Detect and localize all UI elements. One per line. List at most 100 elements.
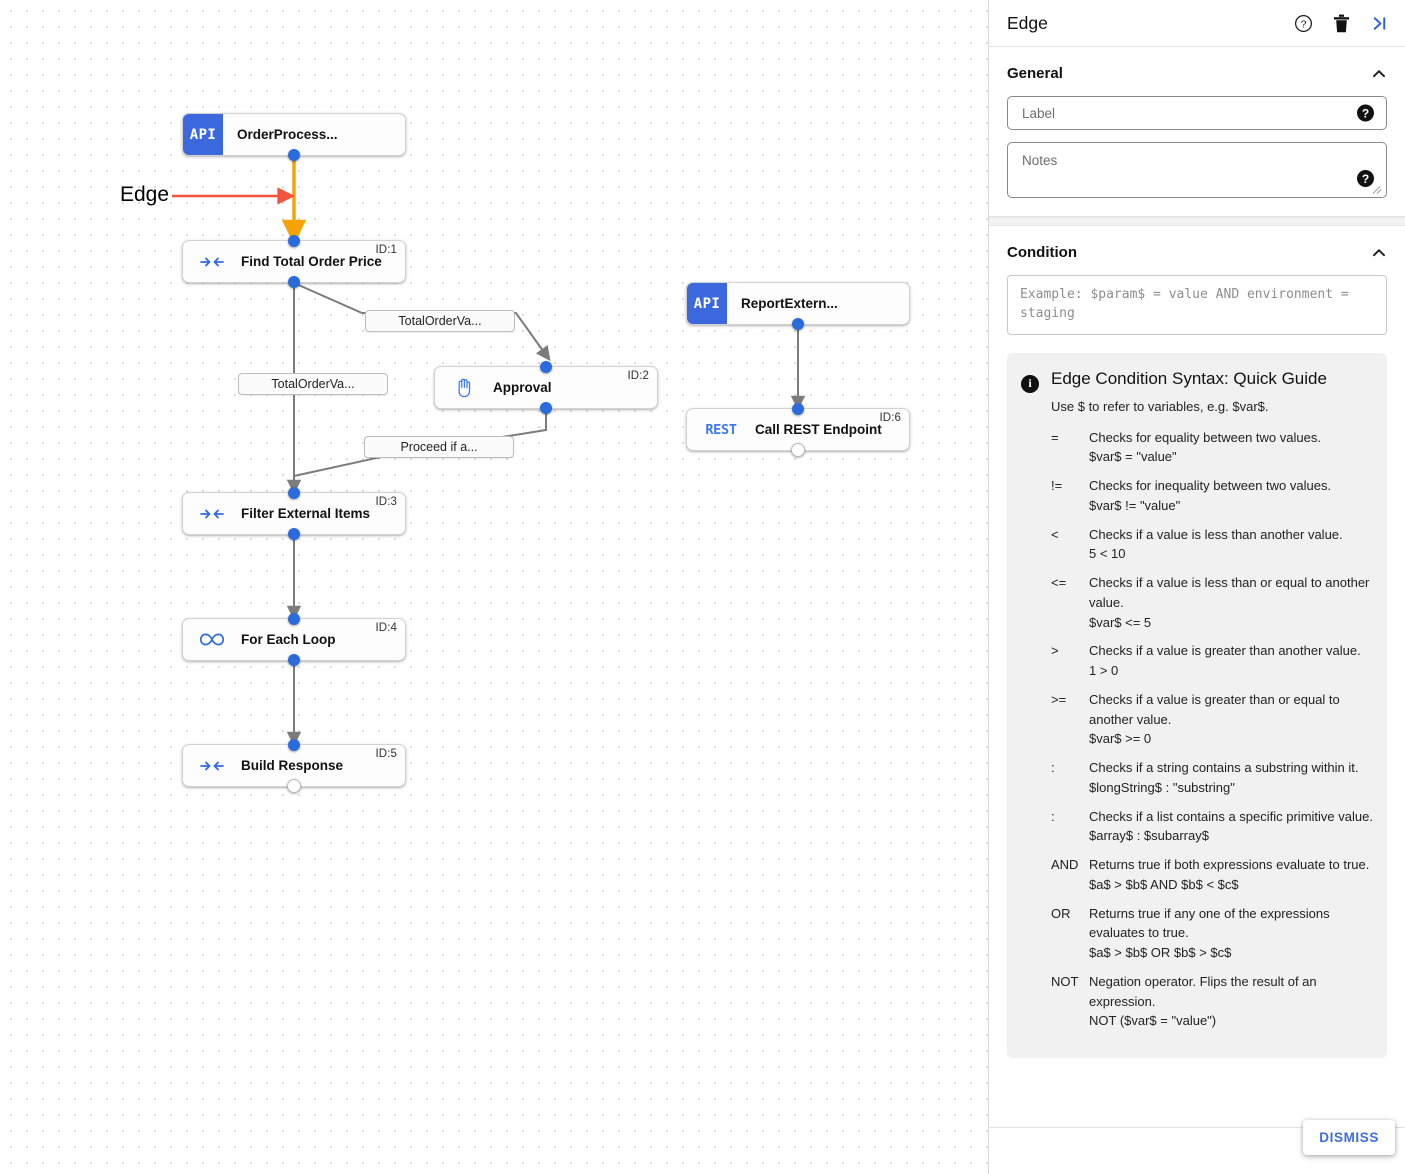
chevron-up-icon[interactable]: [1371, 66, 1387, 82]
node-handle-top[interactable]: [540, 361, 552, 373]
notes-help-icon[interactable]: ?: [1357, 170, 1374, 187]
panel-title: Edge: [1007, 12, 1048, 33]
node-handle-bottom[interactable]: [287, 779, 301, 793]
chevron-up-icon[interactable]: [1371, 245, 1387, 261]
guide-operator-description: Returns true if both expressions evaluat…: [1089, 855, 1373, 895]
flow-canvas[interactable]: Edge API OrderProcess... ID:1 Find Total…: [0, 0, 988, 1174]
node-reportextern[interactable]: API ReportExtern...: [686, 282, 910, 330]
guide-operator-description: Negation operator. Flips the result of a…: [1089, 972, 1373, 1031]
node-build-response[interactable]: ID:5 Build Response: [182, 739, 406, 793]
node-orderprocess[interactable]: API OrderProcess...: [182, 113, 406, 161]
guide-operator-row: AND Returns true if both expressions eval…: [1051, 855, 1373, 895]
node-handle-bottom[interactable]: [288, 276, 300, 288]
node-handle-bottom[interactable]: [540, 402, 552, 414]
guide-operator-example: $a$ > $b$ OR $b$ > $c$: [1089, 945, 1232, 961]
collapse-panel-icon[interactable]: [1370, 14, 1389, 33]
info-icon: i: [1021, 374, 1039, 393]
notes-field[interactable]: Notes ?: [1007, 142, 1387, 198]
edge-label[interactable]: TotalOrderVa...: [238, 373, 388, 395]
guide-operator-symbol: AND: [1051, 857, 1079, 873]
api-badge-icon: API: [687, 283, 727, 324]
section-condition-header[interactable]: Condition: [1007, 226, 1387, 275]
guide-operator-example: NOT ($var$ = "value"): [1089, 1013, 1217, 1029]
node-handle-top[interactable]: [288, 739, 300, 751]
guide-operator-example: $var$ >= 0: [1089, 731, 1152, 747]
guide-operator-text: Returns true if both expressions evaluat…: [1089, 857, 1370, 873]
node-approval[interactable]: ID:2 Approval: [434, 361, 658, 414]
resize-handle-icon[interactable]: [1373, 185, 1382, 194]
node-title: OrderProcess...: [237, 127, 338, 142]
node-filter-external-items[interactable]: ID:3 Filter External Items: [182, 487, 406, 540]
guide-operator-description: Checks if a list contains a specific pri…: [1089, 807, 1373, 847]
help-icon[interactable]: ?: [1294, 14, 1313, 33]
panel-header: Edge ?: [989, 0, 1405, 47]
svg-text:?: ?: [1301, 19, 1307, 30]
node-find-total-order-price[interactable]: ID:1 Find Total Order Price: [182, 235, 406, 288]
guide-operator-description: Checks if a value is less than another v…: [1089, 525, 1373, 565]
guide-operator-example: $a$ > $b$ AND $b$ < $c$: [1089, 876, 1239, 892]
guide-operator-symbol: <: [1051, 526, 1059, 542]
node-handle-top[interactable]: [288, 487, 300, 499]
guide-operator-symbol: !=: [1051, 478, 1063, 494]
delete-icon[interactable]: [1333, 14, 1350, 33]
guide-operator-example: $array$ : $subarray$: [1089, 828, 1209, 844]
guide-operator-symbol: :: [1051, 760, 1055, 776]
guide-operator-description: Checks if a value is less than or equal …: [1089, 573, 1373, 632]
guide-operator-description: Checks if a string contains a substring …: [1089, 758, 1373, 798]
section-divider: [989, 217, 1405, 226]
guide-operator-row: >Checks if a value is greater than anoth…: [1051, 641, 1373, 681]
node-handle-top[interactable]: [288, 613, 300, 625]
section-condition-title: Condition: [1007, 244, 1077, 261]
guide-operator-text: Checks if a value is less than another v…: [1089, 526, 1343, 542]
guide-operator-text: Checks for equality between two values.: [1089, 429, 1321, 445]
guide-operator-text: Checks if a string contains a substring …: [1089, 760, 1359, 776]
edge-label[interactable]: TotalOrderVa...: [365, 310, 515, 332]
guide-operator-symbol: =: [1051, 429, 1059, 445]
node-title: Find Total Order Price: [241, 254, 382, 269]
node-id-tag: ID:3: [375, 496, 397, 508]
edge-label[interactable]: Proceed if a...: [364, 436, 514, 458]
node-id-tag: ID:6: [879, 412, 901, 424]
edge-properties-panel: Edge ?: [988, 0, 1405, 1174]
guide-operator-row: = Checks for equality between two values.…: [1051, 428, 1373, 468]
node-title: For Each Loop: [241, 632, 336, 647]
guide-operator-list: = Checks for equality between two values.…: [1051, 428, 1373, 1032]
node-id-tag: ID:4: [375, 622, 397, 634]
node-handle-bottom[interactable]: [792, 318, 804, 330]
guide-operator-text: Negation operator. Flips the result of a…: [1089, 973, 1317, 1009]
panel-footer: [989, 1127, 1405, 1174]
label-field[interactable]: Label ?: [1007, 96, 1387, 130]
guide-operator-description: Checks if a value is greater than anothe…: [1089, 641, 1373, 681]
guide-operator-description: Returns true if any one of the expressio…: [1089, 904, 1373, 963]
node-title: Call REST Endpoint: [755, 422, 882, 437]
guide-operator-text: Checks if a value is greater than or equ…: [1089, 691, 1340, 727]
label-help-icon[interactable]: ?: [1357, 104, 1374, 122]
node-id-tag: ID:5: [375, 748, 397, 760]
panel-scroll-area[interactable]: General Label ? Notes ?: [989, 47, 1405, 1127]
guide-operator-text: Checks if a value is less than or equal …: [1089, 575, 1370, 610]
node-handle-bottom[interactable]: [288, 654, 300, 666]
label-field-placeholder: Label: [1022, 105, 1056, 121]
notes-field-placeholder: Notes: [1022, 153, 1058, 168]
edge-connectors: [172, 156, 806, 747]
guide-operator-row: : Checks if a string contains a substring…: [1051, 758, 1373, 798]
dismiss-button[interactable]: DISMISS: [1303, 1120, 1395, 1155]
guide-operator-description: Checks for inequality between two values…: [1089, 476, 1373, 516]
guide-operator-row: <=Checks if a value is less than or equa…: [1051, 573, 1373, 632]
node-title: ReportExtern...: [741, 296, 838, 311]
section-general-header[interactable]: General: [1007, 47, 1387, 96]
node-title: Build Response: [241, 758, 344, 773]
node-id-tag: ID:2: [627, 370, 649, 382]
node-handle-bottom[interactable]: [288, 528, 300, 540]
node-for-each-loop[interactable]: ID:4 For Each Loop: [182, 613, 406, 666]
rest-badge-icon: REST: [705, 421, 737, 438]
node-id-tag: ID:1: [375, 244, 397, 256]
node-handle-top[interactable]: [288, 235, 300, 247]
condition-input[interactable]: Example: $param$ = value AND environment…: [1007, 275, 1387, 335]
guide-operator-symbol: :: [1051, 808, 1055, 824]
node-handle-top[interactable]: [792, 403, 804, 415]
node-handle-bottom[interactable]: [791, 443, 805, 457]
node-call-rest-endpoint[interactable]: ID:6 REST Call REST Endpoint: [686, 403, 910, 457]
node-handle-bottom[interactable]: [288, 149, 300, 161]
